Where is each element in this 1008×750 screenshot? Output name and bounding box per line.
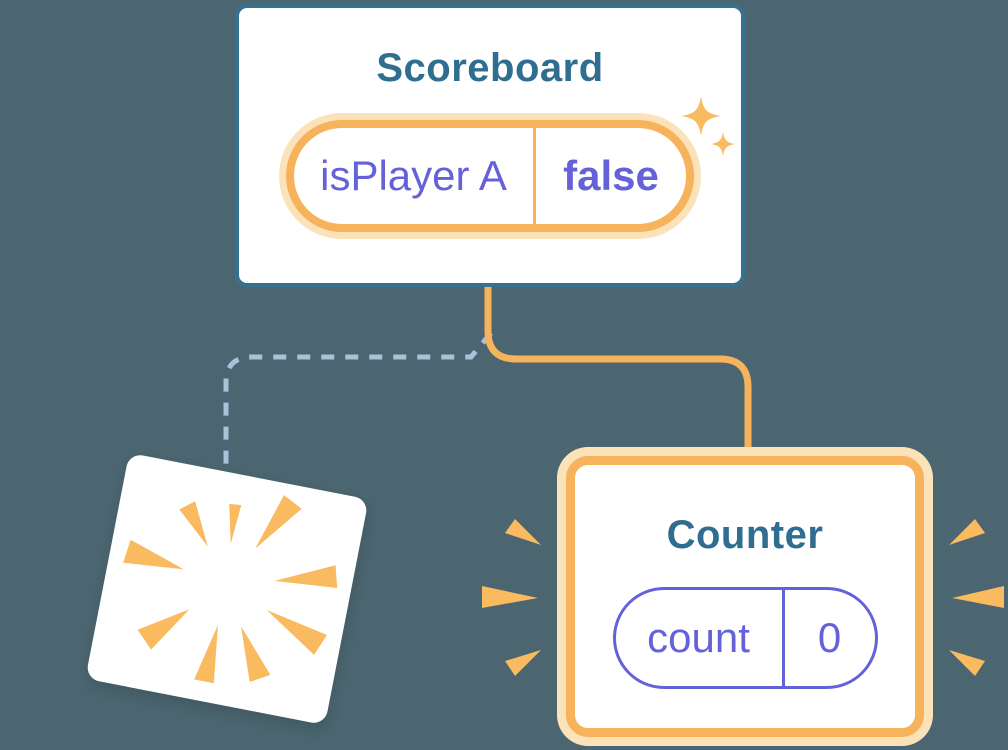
dashed-connector-line <box>223 331 493 478</box>
emphasis-rays-left-icon <box>482 519 541 676</box>
pill-divider <box>781 590 785 686</box>
counter-component-card: Counter count 0 <box>566 456 924 737</box>
scoreboard-component-card: Scoreboard isPlayer A false <box>235 4 745 287</box>
counter-state-pill: count 0 <box>612 587 878 689</box>
pill-divider <box>533 128 536 224</box>
scoreboard-state-pill: isPlayer A false <box>286 120 694 232</box>
emphasis-rays-right-icon <box>949 519 1004 676</box>
solid-connector-line <box>484 284 752 460</box>
poof-burst-icon <box>123 495 338 684</box>
destroyed-component-card <box>85 452 369 726</box>
state-value: false <box>563 152 659 199</box>
state-name: count <box>647 614 750 661</box>
state-value: 0 <box>817 614 842 661</box>
scoreboard-title: Scoreboard <box>376 46 604 90</box>
counter-title: Counter <box>666 513 824 557</box>
state-name: isPlayer A <box>320 152 507 199</box>
